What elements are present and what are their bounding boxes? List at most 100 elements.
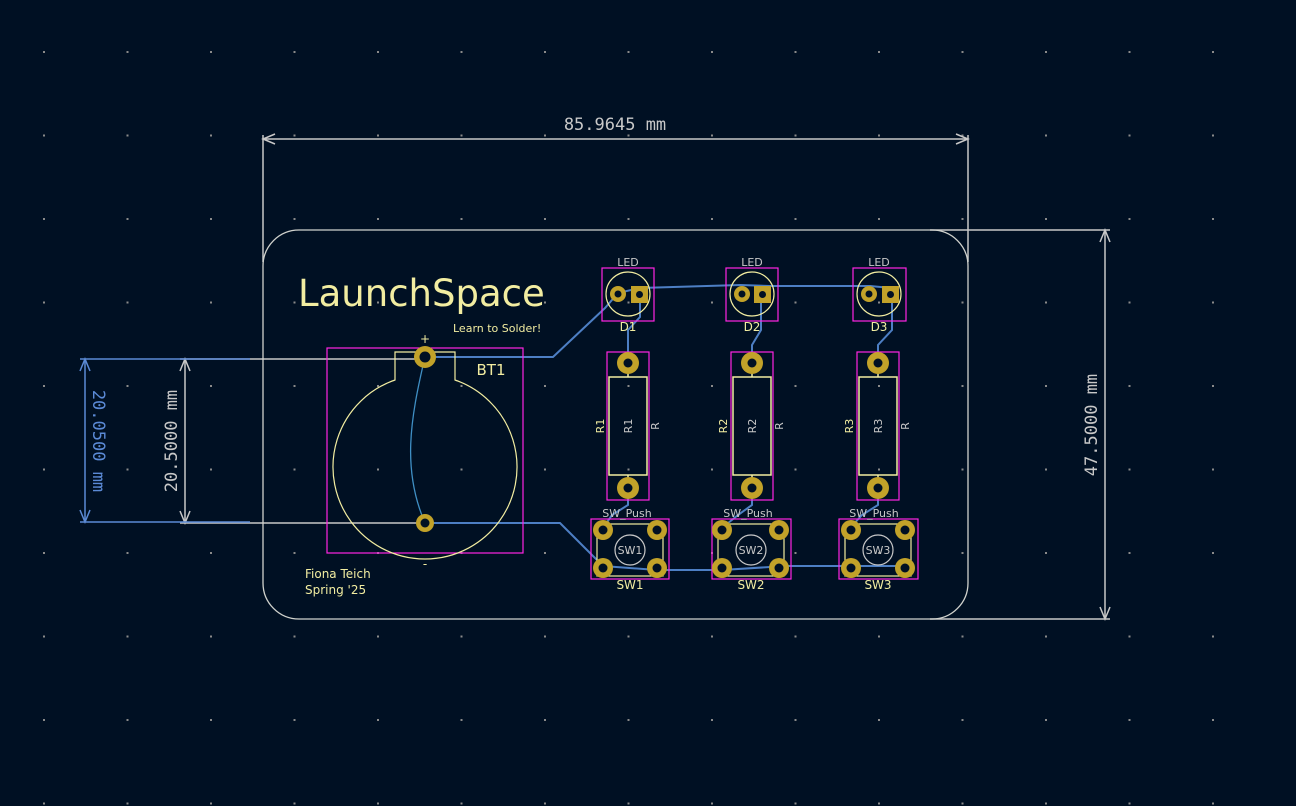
grid-dot — [544, 719, 546, 721]
grid-dot — [878, 134, 880, 137]
grid-dot — [544, 635, 546, 638]
grid-dot — [627, 51, 630, 53]
grid-dot — [377, 385, 379, 387]
grid-dot — [43, 301, 45, 304]
height-dimension[interactable] — [930, 228, 1111, 621]
grid-dot — [794, 51, 797, 53]
d2-value: LED — [741, 256, 763, 269]
grid-dot — [210, 134, 212, 137]
height-dimension-label: 47.5000 mm — [1082, 374, 1102, 476]
grid-dot — [126, 51, 129, 53]
width-dimension[interactable] — [261, 133, 970, 262]
grid-dot — [544, 802, 546, 805]
grid-dot — [377, 218, 379, 220]
grid-dot — [711, 134, 713, 137]
r2-ref: R2 — [717, 419, 730, 434]
r1-ref: R1 — [594, 419, 607, 434]
grid-dot — [43, 385, 45, 387]
grid-dot — [377, 134, 379, 137]
grid-dot — [293, 51, 296, 53]
grid-dot — [1128, 468, 1131, 471]
led-d2[interactable]: LED D2 — [725, 256, 779, 334]
d1-value: LED — [617, 256, 639, 269]
grid-dot — [794, 385, 797, 387]
resistor-r3[interactable]: R3 R3 R — [843, 351, 912, 501]
grid-dot — [961, 719, 964, 721]
grid-dot — [210, 51, 212, 53]
switch-sw2[interactable]: SW_Push SW2 SW2 — [711, 507, 792, 592]
grid-dot — [1128, 719, 1131, 721]
grid-dot — [1212, 134, 1214, 137]
grid-dot — [293, 635, 296, 638]
grid-dot — [878, 802, 880, 805]
led-d1[interactable]: LED D1 — [601, 256, 655, 334]
grid-dot — [43, 51, 45, 53]
led-d3[interactable]: LED D3 — [852, 256, 907, 334]
grid-dot — [711, 385, 713, 387]
board-outline[interactable] — [262, 229, 969, 620]
switch-sw1[interactable]: SW_Push SW1 SW1 — [590, 507, 670, 592]
grid-dot — [711, 468, 713, 471]
grid-dot — [627, 719, 630, 721]
grid-dot — [1045, 51, 1047, 53]
grid-dot — [1045, 802, 1047, 805]
r1-body-ref: R1 — [622, 419, 635, 434]
grid-dot — [460, 51, 463, 53]
grid-dot — [1212, 552, 1214, 554]
grid-dot — [1212, 635, 1214, 638]
grid-dot — [43, 635, 45, 638]
grid-dot — [293, 218, 296, 220]
r3-value: R — [899, 422, 912, 430]
grid-dot — [627, 552, 630, 554]
grid-dot — [627, 301, 630, 304]
grid-dot — [627, 218, 630, 220]
grid-dot — [126, 385, 129, 387]
grid-dot — [210, 468, 212, 471]
grid-dot — [126, 134, 129, 137]
grid-dot — [878, 218, 880, 220]
grid-dot — [1128, 301, 1131, 304]
grid-dot — [210, 385, 212, 387]
grid-dot — [794, 635, 797, 638]
grid — [43, 51, 1214, 805]
bt1-silkscreen — [332, 351, 518, 560]
grid-dot — [293, 301, 296, 304]
r2-value: R — [773, 422, 786, 430]
sw3-body-ref: SW3 — [866, 544, 891, 557]
battery-bt1[interactable]: + - BT1 — [326, 332, 524, 571]
grid-dot — [1128, 635, 1131, 638]
resistor-r1[interactable]: R1 R1 R — [594, 351, 662, 501]
bt1-ref: BT1 — [477, 361, 506, 379]
resistor-r2[interactable]: R2 R2 R — [717, 351, 786, 501]
grid-dot — [126, 468, 129, 471]
r2-body-ref: R2 — [746, 419, 759, 434]
grid-dot — [126, 635, 129, 638]
bt1-plus-marker: + — [420, 332, 430, 346]
sw3-value: SW_Push — [849, 507, 899, 520]
inner-height-dimension[interactable] — [179, 357, 420, 525]
grid-dot — [544, 134, 546, 137]
sw2-ref: SW2 — [737, 578, 764, 592]
grid-dot — [210, 218, 212, 220]
grid-dot — [460, 468, 463, 471]
outer-height-dimension[interactable] — [79, 357, 250, 524]
grid-dot — [1045, 552, 1047, 554]
grid-dot — [1128, 385, 1131, 387]
grid-dot — [878, 468, 880, 471]
grid-dot — [627, 802, 630, 805]
grid-dot — [627, 468, 630, 471]
grid-dot — [711, 218, 713, 220]
sw2-value: SW_Push — [723, 507, 773, 520]
switch-sw3[interactable]: SW_Push SW3 SW3 — [838, 507, 919, 592]
grid-dot — [293, 552, 296, 554]
grid-dot — [126, 802, 129, 805]
grid-dot — [544, 468, 546, 471]
grid-dot — [878, 51, 880, 53]
grid-dot — [293, 134, 296, 137]
sw2-body-ref: SW2 — [739, 544, 764, 557]
grid-dot — [43, 468, 45, 471]
grid-dot — [460, 134, 463, 137]
grid-dot — [1128, 218, 1131, 220]
